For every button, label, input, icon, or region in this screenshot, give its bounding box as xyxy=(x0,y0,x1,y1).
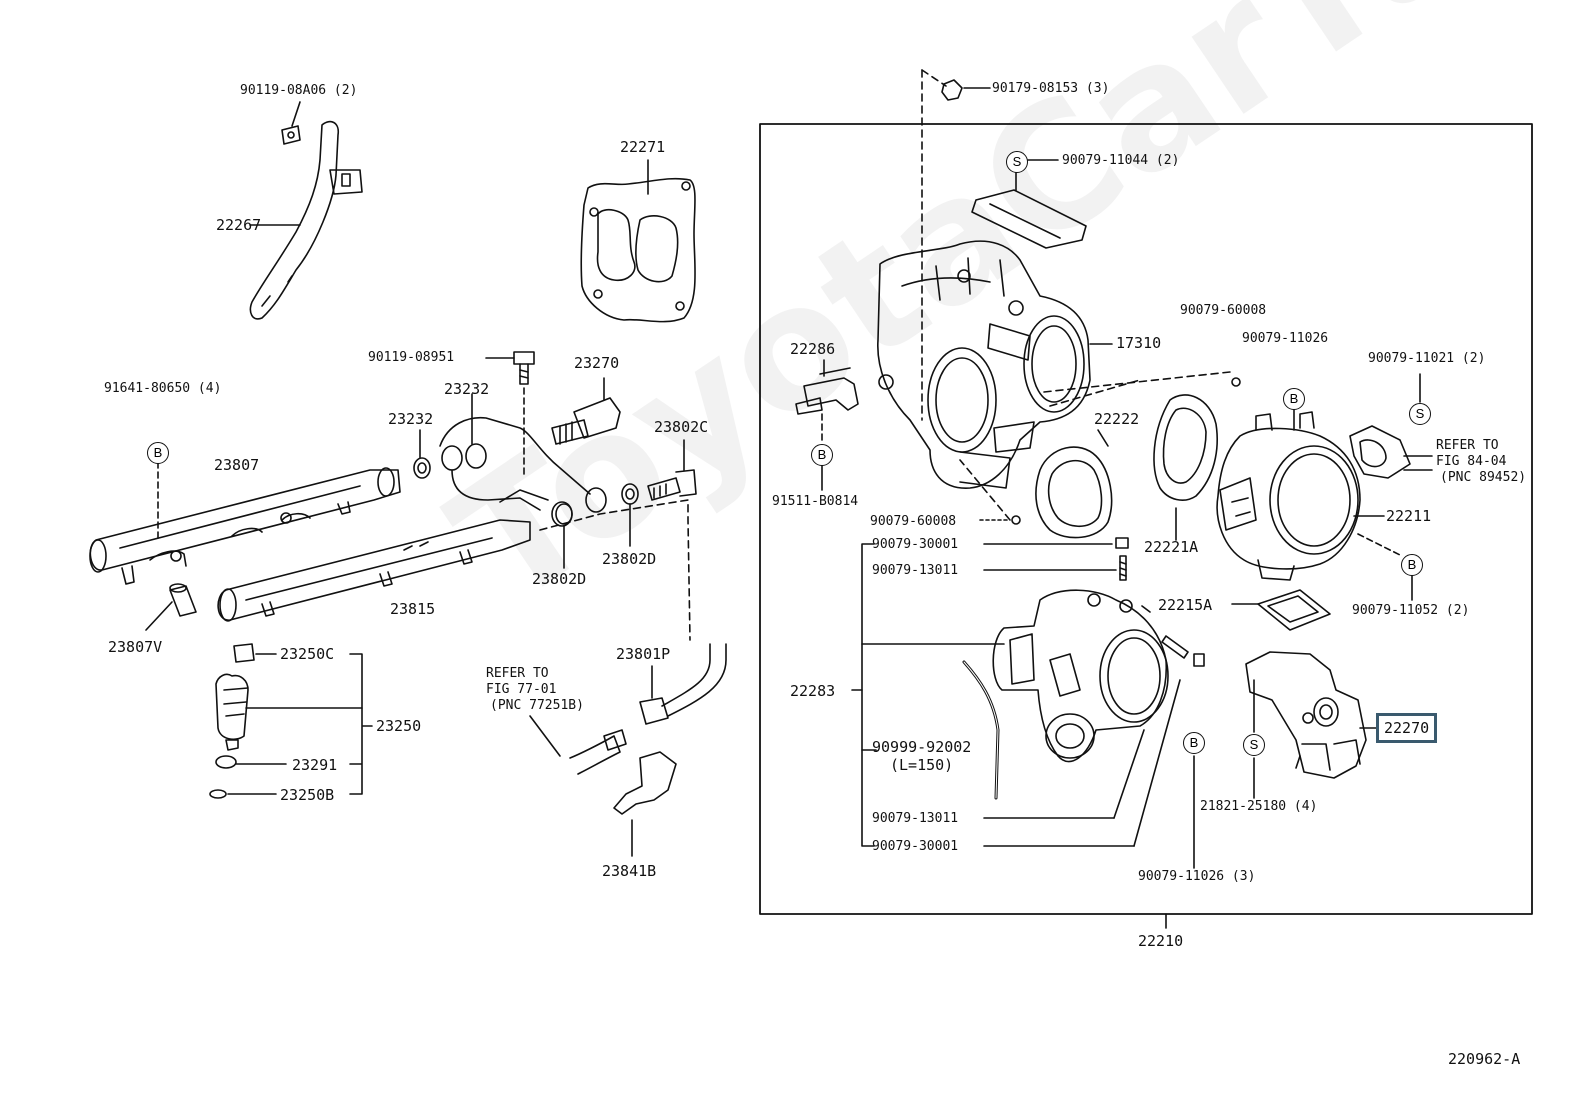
label-22211[interactable]: 22211 xyxy=(1386,507,1432,525)
label-23232-a[interactable]: 23232 xyxy=(444,380,490,398)
bracket-23250 xyxy=(350,654,372,794)
label-23815[interactable]: 23815 xyxy=(390,600,436,618)
label-23232-b[interactable]: 23232 xyxy=(388,410,434,428)
label-90079-13011-a[interactable]: 90079-13011 xyxy=(872,563,959,578)
label-23801P[interactable]: 23801P xyxy=(616,645,671,663)
label-17310[interactable]: 17310 xyxy=(1116,334,1162,352)
hose-23801P xyxy=(640,644,726,724)
label-90079-11026-a[interactable]: 90079-11026 xyxy=(1242,331,1329,346)
ref-circle-s-21821[interactable]: S xyxy=(1243,734,1265,756)
plate-90079-11044 xyxy=(972,190,1086,248)
bolt-23802C xyxy=(648,470,696,500)
intake-chamber-17310 xyxy=(878,241,1090,488)
label-22222[interactable]: 22222 xyxy=(1094,410,1140,428)
ref-circle-b-90079-11052[interactable]: B xyxy=(1401,554,1423,576)
ref-circle-s-90079-11044[interactable]: S xyxy=(1006,151,1028,173)
crossover-pipe xyxy=(440,418,606,526)
nut-90079-30001-a xyxy=(1116,538,1128,548)
label-22270-highlighted[interactable]: 22270 xyxy=(1375,713,1438,743)
gasket-22271 xyxy=(581,179,695,322)
label-22283[interactable]: 22283 xyxy=(790,682,836,700)
gasket-22222 xyxy=(1036,447,1112,537)
label-22221A[interactable]: 22221A xyxy=(1144,538,1199,556)
bracket-22286 xyxy=(796,368,858,414)
union-23270 xyxy=(552,398,620,444)
label-90079-11021[interactable]: 90079-11021 (2) xyxy=(1368,351,1486,366)
ref-circle-b-90079-11026[interactable]: B xyxy=(1283,388,1305,410)
label-23250C[interactable]: 23250C xyxy=(280,645,335,663)
nut-lower xyxy=(1194,654,1204,666)
hose-90999 xyxy=(964,662,998,798)
assembly-frame-22210 xyxy=(760,124,1532,914)
label-90079-30001-b[interactable]: 90079-30001 xyxy=(872,839,959,854)
pipe-23807 xyxy=(90,468,400,584)
throttle-body-22211 xyxy=(1217,412,1360,580)
label-23270[interactable]: 23270 xyxy=(574,354,620,372)
label-90079-11044[interactable]: 90079-11044 (2) xyxy=(1062,153,1180,168)
label-91511-B0814[interactable]: 91511-B0814 xyxy=(772,494,859,509)
label-90079-11026-b[interactable]: 90079-11026 (3) xyxy=(1138,869,1256,884)
label-ref-fig77-line1[interactable]: REFER TO xyxy=(486,666,549,681)
label-23802D-a[interactable]: 23802D xyxy=(602,550,657,568)
ref-circle-b-91511[interactable]: B xyxy=(811,444,833,466)
label-90079-13011-b[interactable]: 90079-13011 xyxy=(872,811,959,826)
label-ref-fig84-line1[interactable]: REFER TO xyxy=(1436,438,1499,453)
pipe-23815 xyxy=(218,520,530,621)
bolt-90119-08951 xyxy=(514,352,534,384)
clamp-23841B xyxy=(614,752,676,856)
throttle-body-22283 xyxy=(993,590,1168,761)
isc-valve-22270 xyxy=(1246,652,1366,778)
ref-circle-s-90079-11021[interactable]: S xyxy=(1409,403,1431,425)
label-23250[interactable]: 23250 xyxy=(376,717,422,735)
bracket-22267 xyxy=(250,122,362,319)
gasket-22215A xyxy=(1258,590,1330,630)
label-23250B[interactable]: 23250B xyxy=(280,786,335,804)
label-21821-25180[interactable]: 21821-25180 (4) xyxy=(1200,799,1318,814)
label-23802C[interactable]: 23802C xyxy=(654,418,709,436)
label-ref-fig77-line2[interactable]: FIG 77-01 xyxy=(486,682,557,697)
hose-to-fig77 xyxy=(530,716,626,774)
diagram-id: 220962-A xyxy=(1448,1050,1521,1068)
nut-90179-08153 xyxy=(942,80,962,100)
label-23802D-b[interactable]: 23802D xyxy=(532,570,587,588)
label-90999-length[interactable]: (L=150) xyxy=(890,756,954,774)
screw-lower xyxy=(1162,636,1188,658)
label-90079-11052[interactable]: 90079-11052 (2) xyxy=(1352,603,1470,618)
sensor-bracket xyxy=(1350,426,1432,478)
washer-23802D-b xyxy=(556,504,572,524)
screw-90079-13011-a xyxy=(1120,556,1126,580)
label-90179-08153[interactable]: 90179-08153 (3) xyxy=(992,81,1110,96)
oring-90079-60008-b xyxy=(1012,516,1020,524)
label-23841B[interactable]: 23841B xyxy=(602,862,657,880)
label-90079-30001-a[interactable]: 90079-30001 xyxy=(872,537,959,552)
label-22267[interactable]: 22267 xyxy=(216,216,262,234)
oring-90079-60008-a xyxy=(1232,378,1240,386)
label-90119-08A06[interactable]: 90119-08A06 (2) xyxy=(240,83,358,98)
label-ref-fig77-line3[interactable]: (PNC 77251B) xyxy=(490,698,584,713)
label-22286[interactable]: 22286 xyxy=(790,340,836,358)
label-90079-60008-b[interactable]: 90079-60008 xyxy=(870,514,957,529)
label-90079-60008-a[interactable]: 90079-60008 xyxy=(1180,303,1267,318)
washer-23232 xyxy=(414,458,430,478)
label-90119-08951[interactable]: 90119-08951 xyxy=(368,350,455,365)
ref-circle-b-90079-11026-3[interactable]: B xyxy=(1183,732,1205,754)
label-23291[interactable]: 23291 xyxy=(292,756,338,774)
label-22210[interactable]: 22210 xyxy=(1138,932,1184,950)
label-23807[interactable]: 23807 xyxy=(214,456,260,474)
ref-circle-b-91641[interactable]: B xyxy=(147,442,169,464)
bolt-90119-08A06 xyxy=(282,126,300,144)
label-22271[interactable]: 22271 xyxy=(620,138,666,156)
injector-23250 xyxy=(210,644,254,798)
label-23807V[interactable]: 23807V xyxy=(108,638,163,656)
gasket-22221A xyxy=(1154,395,1217,500)
label-ref-fig84-line2[interactable]: FIG 84-04 xyxy=(1436,454,1507,469)
washer-23802D-a xyxy=(622,484,638,504)
insulator-23807V xyxy=(170,584,196,616)
label-91641-80650[interactable]: 91641-80650 (4) xyxy=(104,381,222,396)
label-22215A[interactable]: 22215A xyxy=(1158,596,1213,614)
label-ref-fig84-line3[interactable]: (PNC 89452) xyxy=(1440,470,1527,485)
label-90999-92002[interactable]: 90999-92002 xyxy=(872,738,972,756)
